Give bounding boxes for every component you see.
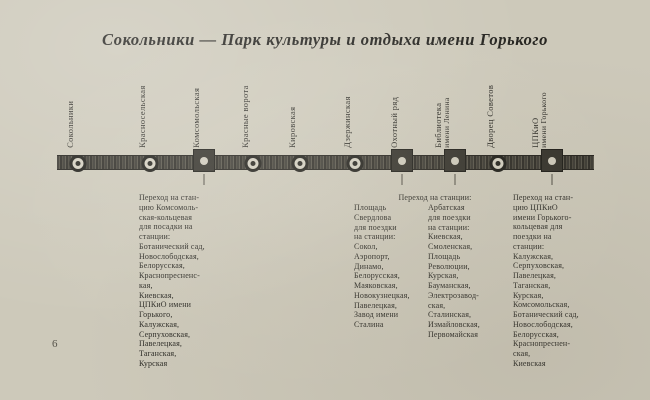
station-leader-tick-7: [454, 174, 456, 185]
station-label-5: Дзержинская: [342, 96, 353, 148]
station-label-line1-3: Красные ворота: [240, 85, 251, 148]
station-marker-4[interactable]: [291, 154, 309, 172]
station-marker-7[interactable]: [444, 149, 466, 172]
station-leader-tick-6: [401, 174, 403, 185]
station-marker-9[interactable]: [541, 149, 563, 172]
station-marker-2[interactable]: [193, 149, 215, 172]
station-label-6: Охотный ряд: [389, 96, 400, 148]
page-title: Сокольники — Парк культуры и отдыха имен…: [102, 30, 548, 49]
station-label-line1-4: Кировская: [287, 106, 298, 148]
station-marker-1[interactable]: [141, 154, 159, 172]
station-marker-6[interactable]: [391, 149, 413, 172]
station-label-line2-9: имени Горького: [539, 92, 549, 148]
transfer-note-cpkio-stations: Калужская, Серпуховская, Павелецкая, Таг…: [513, 251, 579, 368]
station-label-4: Кировская: [287, 106, 298, 148]
station-label-line1-5: Дзержинская: [342, 96, 353, 148]
transfer-note-arbatskaya-header: Арбатская для поездки на станции:: [428, 203, 471, 232]
transfer-note-shared-header: Переход на станции:: [398, 193, 472, 202]
station-label-2: Комсомольская: [191, 87, 202, 148]
station-leader-tick-9: [551, 174, 553, 185]
page-number: 6: [52, 338, 58, 350]
transfer-note-sverdlova-stations: Сокол, Аэропорт, Динамо, Белорусская, Ма…: [354, 242, 410, 329]
station-label-line1-8: Дворец Советов: [485, 84, 496, 148]
transfer-note-komsomolskaya: Переход на стан- цию Комсомоль- ская-кол…: [139, 193, 245, 369]
station-marker-0[interactable]: [69, 154, 87, 172]
transfer-note-arbatskaya: Арбатская для поездки на станции: Киевск…: [428, 203, 506, 340]
transfer-note-sverdlova: Площадь Свердлова для поездки на станции…: [354, 203, 426, 330]
transfer-note-cpkio: Переход на стан- цию ЦПКиО имени Горьког…: [513, 193, 617, 369]
transfer-note-komsomolskaya-stations: Ботанический сад, Новослободская, Белору…: [139, 241, 205, 368]
station-label-line2-7: имени Ленина: [442, 97, 452, 149]
station-label-line1-0: Сокольники: [65, 100, 76, 148]
station-label-3: Красные ворота: [240, 85, 251, 148]
station-marker-3[interactable]: [244, 154, 262, 172]
station-label-8: Дворец Советов: [485, 84, 496, 148]
transfer-note-sverdlova-header: Площадь Свердлова для поездки на станции…: [354, 203, 397, 242]
station-leader-tick-2: [203, 174, 205, 185]
station-marker-8[interactable]: [489, 154, 507, 172]
station-label-line1-1: Красносельская: [137, 85, 148, 148]
transfer-note-arbatskaya-stations: Киевская, Смоленская, Площадь Революции,…: [428, 232, 480, 339]
station-label-line1-6: Охотный ряд: [389, 96, 400, 148]
station-label-1: Красносельская: [137, 85, 148, 148]
transfer-note-cpkio-header: Переход на стан- цию ЦПКиО имени Горьког…: [513, 193, 574, 251]
station-label-line1-2: Комсомольская: [191, 87, 202, 148]
station-label-0: Сокольники: [65, 100, 76, 148]
station-marker-5[interactable]: [346, 154, 364, 172]
transfer-note-komsomolskaya-header: Переход на стан- цию Комсомоль- ская-кол…: [139, 193, 200, 241]
metro-line-bar: [57, 155, 594, 170]
